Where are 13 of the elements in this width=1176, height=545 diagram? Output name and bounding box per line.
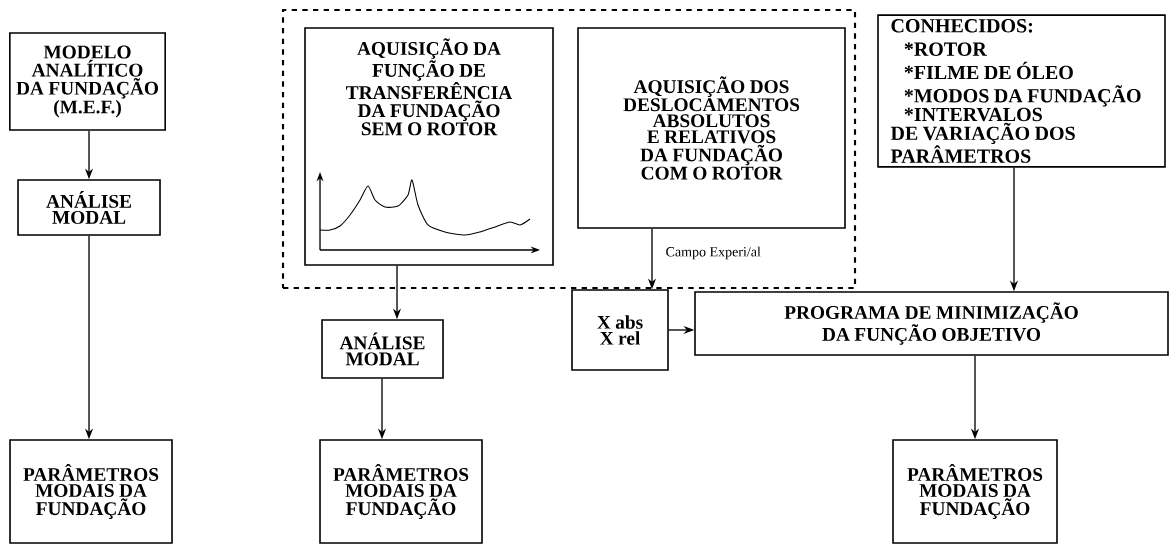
process-box: ANÁLISE MODAL <box>17 179 161 236</box>
process-box: MODELO ANALÍTICO DA FUNDAÇÃO (M.E.F.) <box>9 32 166 131</box>
variable-box: X abs X rel <box>571 289 669 371</box>
dashed-frame <box>281 8 857 290</box>
process-box: PROGRAMA DE MINIMIZAÇÃO DA FUNÇÃO OBJETIVO <box>694 291 1169 356</box>
process-box: AQUISIÇÃO DOS DESLOCAMENTOS ABSOLUTOS E RELATIVOS DA FUNDAÇÃO COM O ROTOR <box>577 27 846 229</box>
list-box: CONHECIDOS: *ROTOR *FILME DE ÓLEO *MODOS DA FUNDAÇÃO *INTERVALOS DE VARIAÇÃO DOS PARÂMETROS <box>877 14 1166 168</box>
process-box: ANÁLISE MODAL <box>321 319 444 379</box>
process-box: PARÂMETROS MODAIS DA FUNDAÇÃO <box>9 439 173 544</box>
process-box: PARÂMETROS MODAIS DA FUNDAÇÃO <box>892 439 1058 544</box>
process-box: AQUISIÇÃO DA FUNÇÃO DE TRANSFERÊNCIA DA FUNDAÇÃO SEM O ROTOR <box>304 27 554 266</box>
process-box: PARÂMETROS MODAIS DA FUNDAÇÃO <box>319 439 483 544</box>
edge-label: Campo Experi/al <box>664 245 763 261</box>
